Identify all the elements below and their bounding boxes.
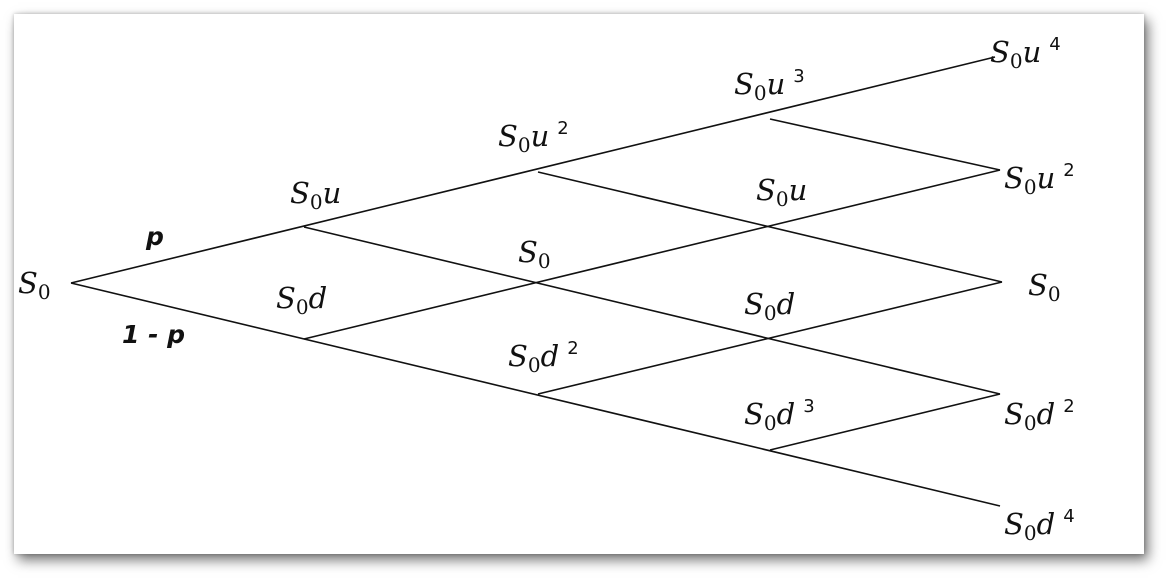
node-label-n32: S0u — [756, 173, 808, 211]
prob-up-label: p — [146, 222, 164, 251]
node-label-n10: S0d — [276, 281, 328, 319]
edge-up-1 — [303, 169, 1001, 340]
edge-down-2 — [537, 171, 1003, 283]
edge-down-3 — [769, 118, 1001, 171]
prob-down-label: 1 - p — [122, 320, 186, 349]
node-label-n00: S0 — [18, 266, 51, 304]
node-label-n21: S0 — [518, 235, 551, 273]
binomial-tree — [70, 56, 1003, 507]
edge-up-0 — [70, 56, 996, 284]
node-label-n42: S0 — [1028, 268, 1061, 306]
edge-up-3 — [769, 393, 1001, 451]
edge-down-0 — [70, 282, 1001, 507]
node-label-n11: S0u — [290, 176, 342, 214]
edge-down-1 — [303, 226, 1001, 395]
node-label-n31: S0d — [744, 287, 796, 325]
